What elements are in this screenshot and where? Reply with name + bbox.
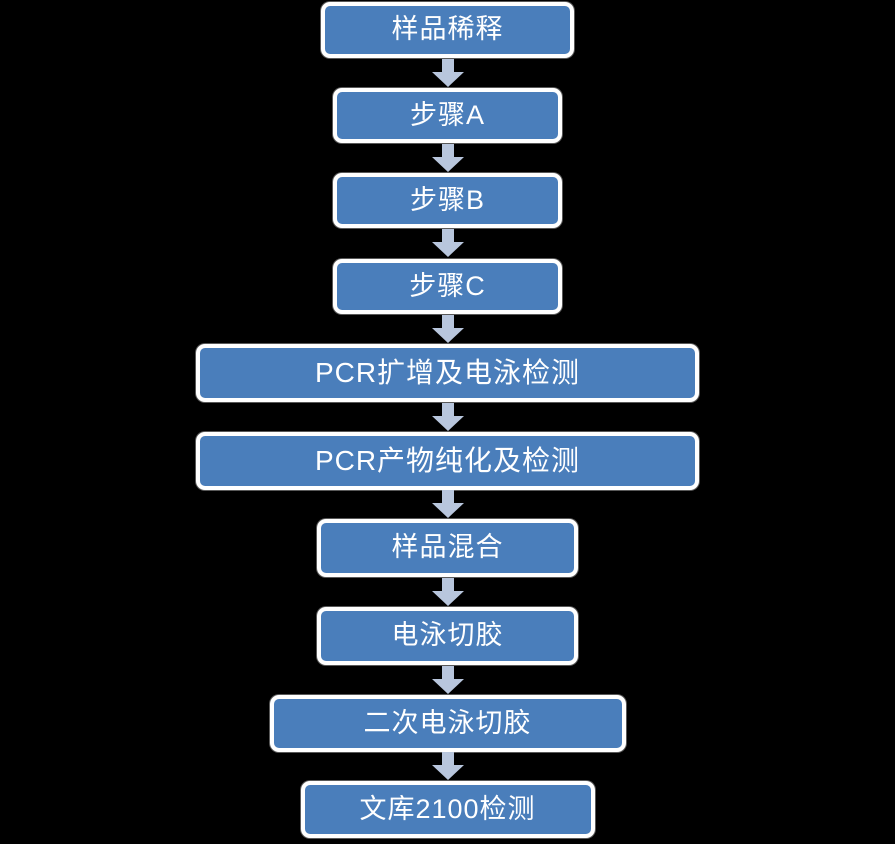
- flow-step-box-6[interactable]: PCR产物纯化及检测: [196, 432, 699, 490]
- flow-row-6: PCR产物纯化及检测: [0, 432, 895, 490]
- flow-row-2: 步骤A: [0, 88, 895, 143]
- flow-row-8: 电泳切胶: [0, 607, 895, 665]
- flow-row-7: 样品混合: [0, 519, 895, 577]
- flow-step-box-4[interactable]: 步骤C: [333, 259, 562, 314]
- flow-step-label-2: 步骤A: [409, 99, 485, 130]
- flow-step-box-9[interactable]: 二次电泳切胶: [269, 695, 626, 752]
- flow-step-label-8: 电泳切胶: [391, 620, 504, 651]
- flow-step-label-10: 文库2100检测: [359, 793, 536, 824]
- flow-step-label-9: 二次电泳切胶: [363, 707, 532, 738]
- flow-step-box-8[interactable]: 电泳切胶: [317, 607, 578, 665]
- flow-row-10: 文库2100检测: [0, 781, 895, 838]
- flow-step-label-1: 样品稀释: [391, 14, 504, 45]
- flow-step-label-7: 样品混合: [391, 532, 504, 563]
- flow-row-5: PCR扩增及电泳检测: [0, 344, 895, 402]
- flow-step-box-3[interactable]: 步骤B: [333, 173, 562, 228]
- flow-step-box-1[interactable]: 样品稀释: [321, 2, 574, 58]
- flow-connector-7: [0, 577, 895, 607]
- flow-connector-5: [0, 402, 895, 432]
- flow-connector-9: [0, 752, 895, 781]
- flow-row-3: 步骤B: [0, 173, 895, 228]
- arrow-down-icon: [431, 402, 464, 431]
- flow-step-box-7[interactable]: 样品混合: [317, 519, 578, 577]
- flow-connector-2: [0, 143, 895, 173]
- arrow-down-icon: [431, 752, 464, 780]
- flow-connector-3: [0, 228, 895, 259]
- flow-step-box-5[interactable]: PCR扩增及电泳检测: [196, 344, 699, 402]
- arrow-down-icon: [431, 143, 464, 172]
- arrow-down-icon: [431, 665, 464, 694]
- flow-row-4: 步骤C: [0, 259, 895, 314]
- flow-row-1: 样品稀释: [0, 2, 895, 58]
- arrow-down-icon: [431, 577, 464, 606]
- flow-step-box-10[interactable]: 文库2100检测: [300, 781, 595, 838]
- flow-step-label-4: 步骤C: [409, 270, 486, 301]
- flow-step-box-2[interactable]: 步骤A: [333, 88, 562, 143]
- flow-step-label-5: PCR扩增及电泳检测: [314, 356, 581, 388]
- flow-row-9: 二次电泳切胶: [0, 695, 895, 752]
- arrow-down-icon: [431, 490, 464, 518]
- flow-connector-1: [0, 58, 895, 88]
- flow-step-label-3: 步骤B: [409, 184, 485, 215]
- flow-step-label-6: PCR产物纯化及检测: [314, 444, 581, 476]
- flow-connector-6: [0, 490, 895, 519]
- arrow-down-icon: [431, 314, 464, 343]
- arrow-down-icon: [431, 229, 464, 257]
- flow-connector-4: [0, 314, 895, 344]
- flow-connector-8: [0, 665, 895, 695]
- arrow-down-icon: [431, 58, 464, 87]
